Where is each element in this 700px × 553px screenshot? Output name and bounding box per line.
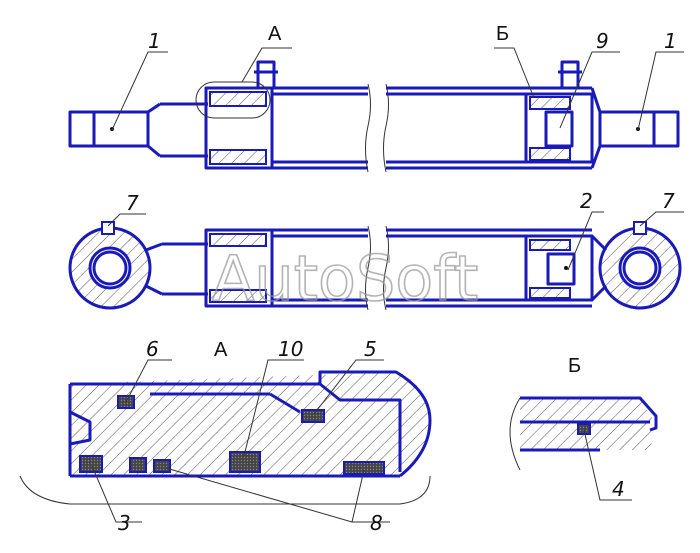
callout-top-right-rod-eye: 1 xyxy=(664,29,677,53)
cylinder-top-view xyxy=(68,60,680,173)
callout-detail-a-item-10: 10 xyxy=(278,337,303,361)
cylinder-section-view xyxy=(68,221,682,311)
callout-mid-piston: 2 xyxy=(580,189,593,213)
callout-detail-a-item-6: 6 xyxy=(146,337,159,361)
callout-detail-b-item-4: 4 xyxy=(612,477,625,501)
callout-detail-a-item-5: 5 xyxy=(364,337,377,361)
callout-detail-a-item-8: 8 xyxy=(370,511,383,535)
callout-top-detail-a: А xyxy=(268,23,282,45)
detail-a xyxy=(19,370,432,505)
view-label-a: А xyxy=(214,339,228,361)
leader-lines xyxy=(91,47,684,523)
watermark-text: AutoSoft xyxy=(212,242,478,315)
callout-top-left-rod-eye: 1 xyxy=(148,29,161,53)
callout-top-detail-b: Б xyxy=(496,23,509,45)
detail-b xyxy=(509,396,658,471)
callout-mid-right-pin: 7 xyxy=(662,189,675,213)
callout-mid-left-pin: 7 xyxy=(126,191,139,215)
callout-top-piston: 9 xyxy=(596,29,609,53)
callout-detail-a-item-3: 3 xyxy=(118,511,131,535)
view-label-b: Б xyxy=(568,355,581,377)
